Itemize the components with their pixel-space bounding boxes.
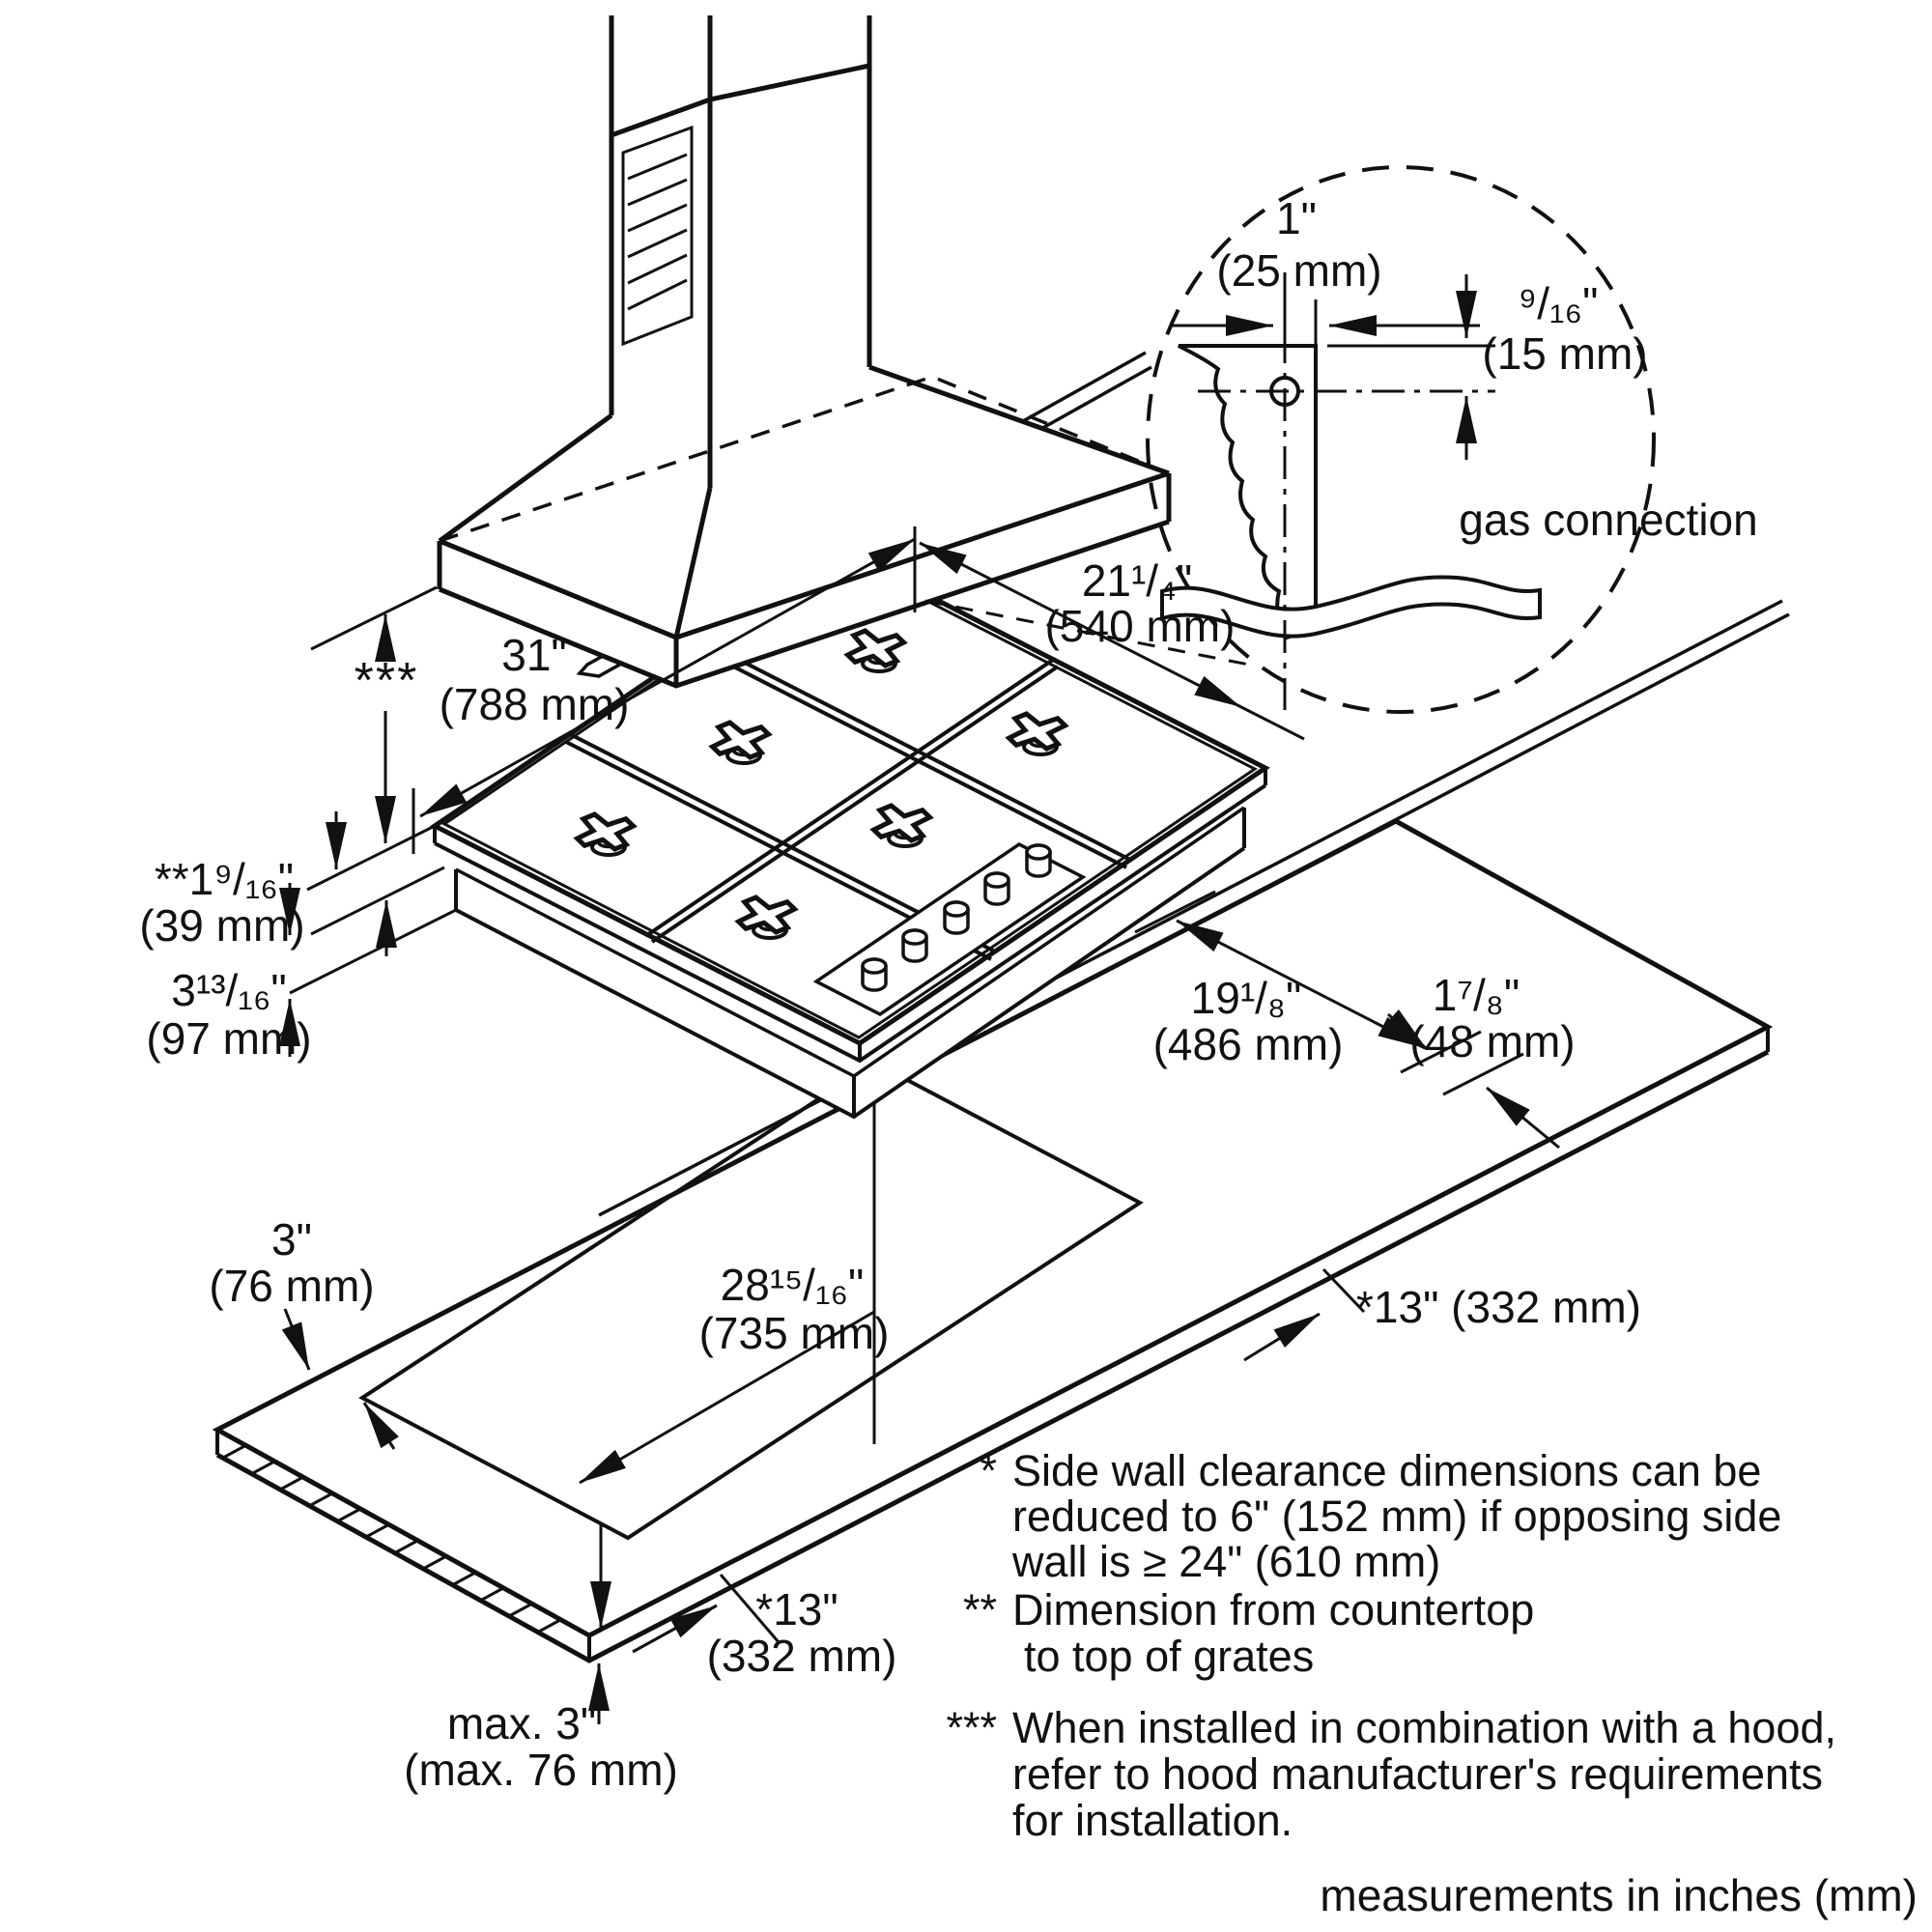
cutout-width-mm: (735 mm): [699, 1308, 890, 1358]
gas-v-mm: (15 mm): [1482, 328, 1647, 379]
overhang-mm: (max. 76 mm): [404, 1745, 678, 1795]
dim-cutout-depth: [1134, 890, 1482, 1074]
dim-grate-height: [306, 811, 445, 956]
side-right-label: *13" (332 mm): [1356, 1282, 1641, 1332]
footnote3-line3: for installation.: [1012, 1796, 1293, 1845]
footnote3-symbol: ***: [946, 1703, 997, 1752]
grate-height-mm: (39 mm): [139, 900, 304, 951]
footnote1-line3: wall is ≥ 24" (610 mm): [1011, 1537, 1440, 1586]
width-mm: (788 mm): [440, 679, 630, 729]
dim-overhang: [588, 1524, 611, 1724]
footnotes: * Side wall clearance dimensions can be …: [946, 1446, 1918, 1920]
chimney: [611, 66, 869, 488]
footnote3-line1: When installed in combination with a hoo…: [1012, 1703, 1836, 1752]
dim-cutout-width: [579, 1310, 875, 1485]
gas-v-inches: ⁹/₁₆": [1519, 278, 1599, 328]
labels: *** 31" (788 mm) 21¹/₄" (540 mm) **1⁹/₁₆…: [139, 193, 1757, 1795]
grate-height-inches: **1⁹/₁₆": [155, 854, 294, 904]
hood-illustration: [437, 15, 1172, 689]
hood-hidden-edges: [439, 375, 1170, 543]
footnote2-line1: Dimension from countertop: [1012, 1585, 1534, 1634]
dim-gas-horizontal: [1171, 299, 1480, 355]
dim-front-gap: [281, 1308, 399, 1450]
rear-gap-inches: 1⁷/₈": [1433, 970, 1520, 1020]
dim-rear-gap: [1384, 1009, 1560, 1150]
footnote3-line2: refer to hood manufacturer's requirement…: [1012, 1749, 1823, 1799]
footnote2-symbol: **: [963, 1585, 997, 1634]
dim-cooktop-depth: [919, 541, 1305, 741]
dim-side-right: [1243, 1267, 1366, 1362]
overhang-inches: max. 3": [447, 1698, 596, 1748]
units-note: measurements in inches (mm): [1320, 1870, 1918, 1920]
vent-grille: [621, 125, 694, 347]
dim-cooktop-width: [412, 526, 917, 854]
dim-hood-clearance: [310, 585, 438, 843]
gas-connection-label: gas connection: [1459, 495, 1757, 545]
width-inches: 31": [501, 630, 567, 680]
gas-detail-callout: [924, 165, 1656, 714]
side-left-mm: (332 mm): [707, 1631, 897, 1681]
hood-clearance-marker: ***: [355, 653, 419, 709]
gas-pipe: [1160, 575, 1542, 639]
footnote2-line2: to top of grates: [1024, 1632, 1314, 1681]
rear-gap-mm: (48 mm): [1409, 1016, 1575, 1066]
side-left-inches: *13": [755, 1584, 838, 1634]
gas-h-inches: 1": [1276, 193, 1317, 243]
dim-base-depth: [279, 883, 457, 1057]
front-gap-inches: 3": [271, 1214, 312, 1264]
cutout-depth-inches: 19¹/₈": [1191, 973, 1302, 1023]
base-depth-mm: (97 mm): [146, 1013, 311, 1064]
footnote1-line2: reduced to 6" (152 mm) if opposing side: [1012, 1492, 1781, 1541]
dim-side-left: [632, 1574, 781, 1654]
footnote1-line1: Side wall clearance dimensions can be: [1012, 1446, 1761, 1495]
wall-bracket: [1178, 344, 1318, 640]
dim-gas-vertical: [1327, 274, 1495, 460]
cutout-width-inches: 28¹⁵/₁₆": [721, 1260, 865, 1310]
depth-mm: (540 mm): [1045, 601, 1236, 651]
cutout-depth-mm: (486 mm): [1153, 1019, 1344, 1069]
depth-inches: 21¹/₄": [1082, 555, 1192, 606]
cutout: [358, 1060, 1144, 1541]
front-gap-mm: (76 mm): [209, 1261, 374, 1311]
footnote1-symbol: *: [980, 1446, 997, 1495]
gas-h-mm: (25 mm): [1216, 245, 1381, 296]
countertop-edge-hatching: [222, 1443, 561, 1634]
base-depth-inches: 3¹³/₁₆": [171, 965, 286, 1015]
dimension-lines: [279, 526, 1560, 1724]
detail-circle: [1146, 165, 1656, 714]
